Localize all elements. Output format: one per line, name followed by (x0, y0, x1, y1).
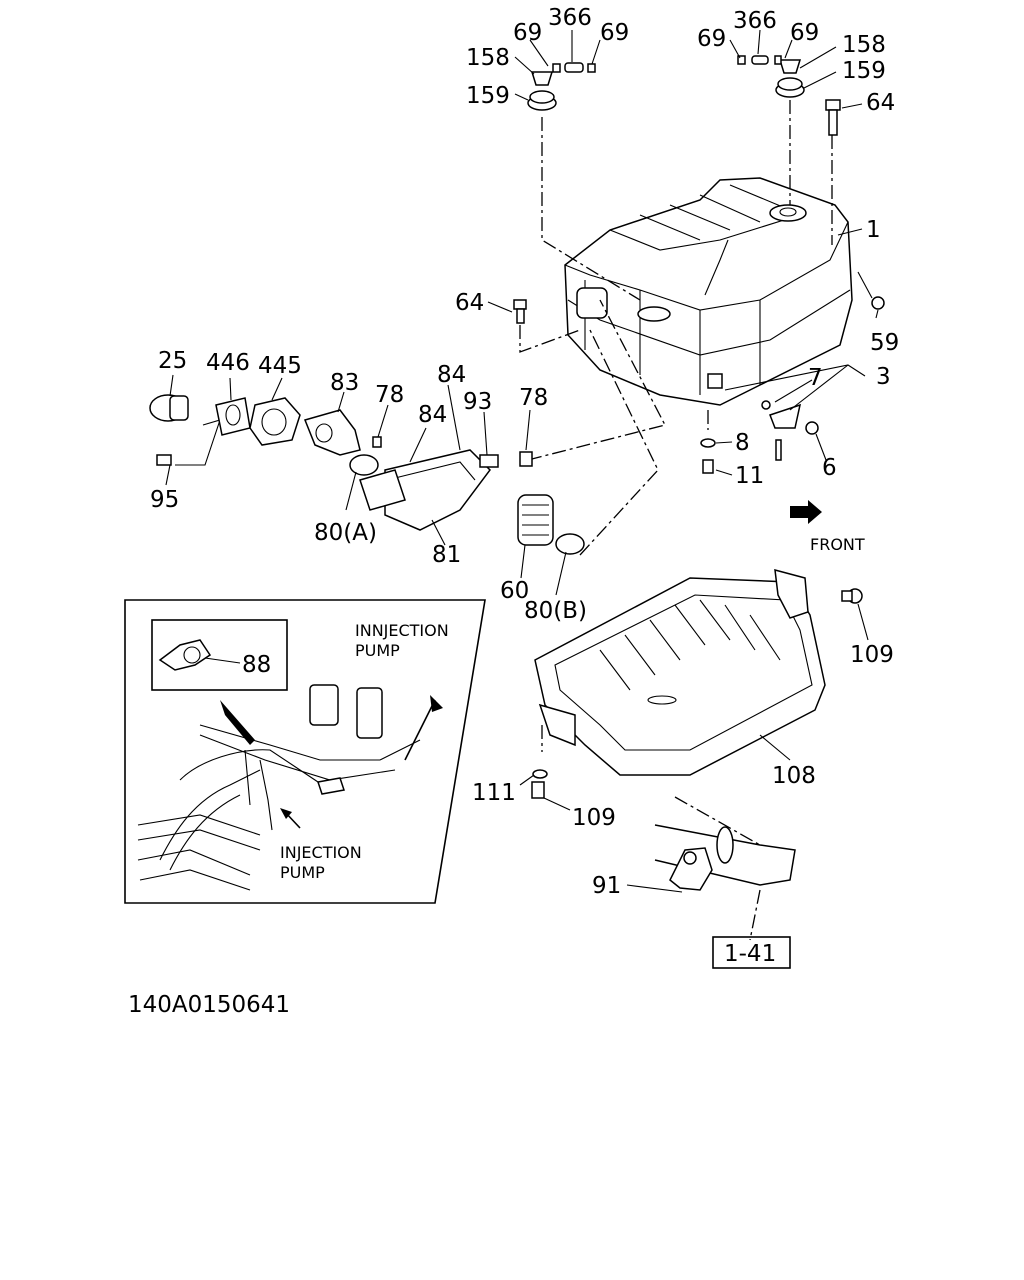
callout-366: 366 (733, 8, 777, 34)
callout-84: 84 (418, 402, 447, 428)
callout-111: 111 (472, 780, 516, 806)
callout-25: 25 (158, 348, 187, 374)
front-label: FRONT (810, 535, 865, 554)
fuel-tank (564, 177, 853, 406)
callout-6: 6 (822, 455, 837, 481)
callout-60: 60 (500, 578, 529, 604)
inset-label-bottom-line2: PUMP (280, 863, 325, 882)
callout-108: 108 (772, 763, 816, 789)
inset-callout-88: 88 (242, 652, 271, 678)
inset-label-top-line1: INNJECTION (355, 621, 449, 640)
callout-109: 109 (572, 805, 616, 831)
callout-81: 81 (432, 542, 461, 568)
pipe-section (654, 824, 796, 891)
callout-84: 84 (437, 362, 466, 388)
callout-69: 69 (790, 20, 819, 46)
callout-80a: 80(A) (314, 520, 377, 546)
callout-446: 446 (206, 350, 250, 376)
diagram-id: 140A0150641 (128, 992, 290, 1018)
callout-93: 93 (463, 389, 492, 415)
callout-69: 69 (600, 20, 629, 46)
filler-assembly (149, 394, 585, 555)
callout-83: 83 (330, 370, 359, 396)
inset-label-top-line2: PUMP (355, 641, 400, 660)
callout-59: 59 (870, 330, 899, 356)
callout-158: 158 (466, 45, 510, 71)
callout-445: 445 (258, 353, 302, 379)
callout-95: 95 (150, 487, 179, 513)
callout-159: 159 (466, 83, 510, 109)
inset-panel (124, 599, 486, 904)
callout-80b: 80(B) (524, 598, 587, 624)
skid-plate (531, 568, 863, 799)
callout-91: 91 (592, 873, 621, 899)
reference-box-frame (712, 936, 791, 969)
callout-69: 69 (513, 20, 542, 46)
callout-labels: 69 366 69 158 159 69 366 69 158 159 64 1… (128, 5, 899, 1018)
vent-assembly-right (737, 55, 805, 98)
vent-assembly-left (527, 62, 596, 111)
callout-159: 159 (842, 58, 886, 84)
callout-64: 64 (455, 290, 484, 316)
dash-lines (175, 100, 833, 941)
callout-109: 109 (850, 642, 894, 668)
callout-64: 64 (866, 90, 895, 116)
callout-158: 158 (842, 32, 886, 58)
callout-78: 78 (375, 382, 404, 408)
bolts (513, 99, 885, 474)
reference-box-label: 1-41 (724, 941, 776, 967)
inset-label-bottom-line1: INJECTION (280, 843, 362, 862)
callout-7: 7 (808, 365, 823, 391)
callout-11: 11 (735, 463, 764, 489)
callout-1: 1 (866, 217, 881, 243)
callout-366: 366 (548, 5, 592, 31)
front-arrow-icon (790, 500, 822, 524)
leader-lines (165, 29, 879, 893)
callout-78: 78 (519, 385, 548, 411)
callout-8: 8 (735, 430, 750, 456)
callout-3: 3 (876, 364, 891, 390)
callout-69: 69 (697, 26, 726, 52)
